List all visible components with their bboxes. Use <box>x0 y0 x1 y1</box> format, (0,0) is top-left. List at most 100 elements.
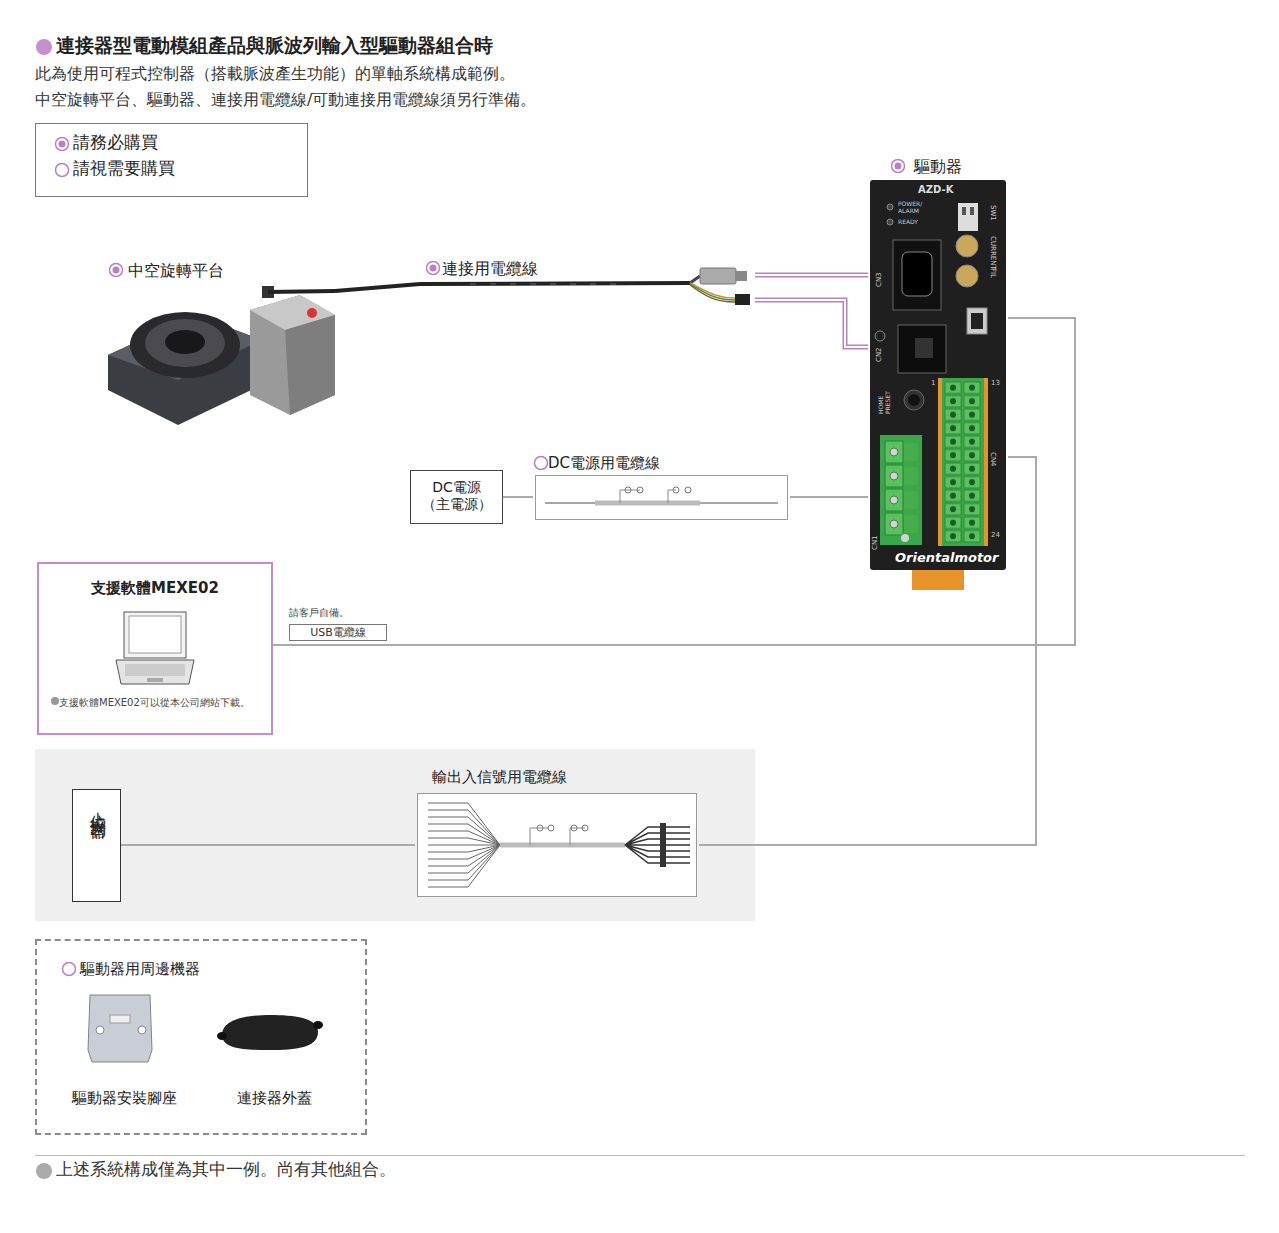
laptop-illustration <box>51 612 194 705</box>
required-symbol <box>892 160 905 173</box>
cable-illustration <box>690 285 735 302</box>
connector-label: CN1 <box>871 530 879 550</box>
driver-illustration <box>958 203 978 231</box>
driver-illustration <box>908 394 920 406</box>
io-cable-illustration <box>548 825 554 831</box>
node-label: 驅動器安裝腳座 <box>62 1089 187 1107</box>
controller-band <box>35 749 755 921</box>
node-label: 連接器外蓋 <box>212 1089 337 1107</box>
io-cable-node: 輸出入信號用電纜線 <box>415 765 699 899</box>
driver-illustration <box>870 180 1006 590</box>
laptop-illustration <box>125 664 185 676</box>
node-note: 支援軟體MEXE02可以從本公司網站下載。 <box>59 697 271 709</box>
laptop-illustration <box>116 660 194 684</box>
cable-node: 連接用電纜線 <box>420 256 755 310</box>
required-symbol <box>427 262 440 275</box>
rotary-table-illustration <box>268 291 335 292</box>
accessory-group: 驅動器用周邊機器驅動器安裝腳座 連接器外蓋 <box>35 939 367 1135</box>
node-label: 驅動器用周邊機器 <box>80 960 330 978</box>
mounting-bracket-illustration <box>88 995 152 1062</box>
io-cable-illustration <box>428 803 690 887</box>
accessory-item: 驅動器安裝腳座 <box>62 992 187 1112</box>
legend-item: 請務必購買 <box>52 133 292 155</box>
rotary-table-node: 中空旋轉平台 <box>105 258 335 428</box>
required-symbol <box>430 265 437 272</box>
rotary-table-illustration <box>285 315 335 415</box>
driver-illustration <box>944 381 982 543</box>
laptop-illustration <box>147 678 163 682</box>
node-label: DC電源 （主電源） <box>411 479 502 513</box>
io-cable-illustration <box>571 825 577 831</box>
driver-illustration <box>887 204 893 210</box>
controller-band <box>72 789 121 902</box>
intro-text: 此為使用可程式控制器（搭載脈波產生功能）的單軸系統構成範例。 <box>35 65 935 83</box>
cable-illustration <box>735 294 750 305</box>
legend-box <box>36 124 308 197</box>
driver-illustration <box>967 308 987 334</box>
cable-illustration <box>735 271 747 281</box>
driver-illustration <box>938 378 942 546</box>
edge-label: USB電纜線 <box>289 624 387 641</box>
connector-path <box>121 844 415 846</box>
connector-label: CN4 <box>989 452 997 472</box>
required-symbol <box>895 163 902 170</box>
legend-symbol-ring <box>56 164 69 177</box>
footnote-caption: 上述系統構成僅為其中一例。尚有其他組合。 <box>56 1160 956 1180</box>
host-controller-box: 上位控制器 <box>72 789 121 902</box>
legend-text: 請務必購買 <box>73 133 288 153</box>
mounting-bracket-illustration <box>96 1026 104 1034</box>
legend-symbol-ring <box>56 138 69 151</box>
model-name: AZD-K <box>918 184 978 196</box>
driver-illustration <box>912 570 964 590</box>
connector-line <box>335 284 420 291</box>
legend-symbol-dot <box>59 141 66 148</box>
io-cable-illustration <box>625 827 690 863</box>
rotary-table-illustration <box>108 286 335 425</box>
cable-illustration <box>470 284 620 285</box>
laptop-illustration <box>51 697 59 705</box>
mounting-bracket-illustration <box>138 1026 146 1034</box>
cable-illustration <box>420 283 690 284</box>
driver-illustration <box>956 265 978 287</box>
node-label: 中空旋轉平台 <box>128 261 328 280</box>
connector-line <box>699 457 1036 845</box>
node-label: DC電源用電纜線 <box>548 454 778 472</box>
mounting-bracket-illustration <box>110 1015 130 1023</box>
connector-line-core <box>755 274 868 276</box>
connector-path <box>273 318 1075 645</box>
accessory-item: 連接器外蓋 <box>212 992 337 1112</box>
legend-item: 請視需要購買 <box>52 159 292 181</box>
driver-illustration <box>971 313 983 329</box>
cable-connection <box>755 300 868 347</box>
footer-rule <box>35 1155 1245 1156</box>
cable-connection <box>755 275 868 276</box>
driver-illustration <box>875 331 885 341</box>
required-symbol <box>110 160 905 277</box>
note-text: 請客戶自備。 <box>289 607 409 619</box>
driver-node: 驅動器 <box>868 154 1008 594</box>
footer-rule <box>36 1163 52 1179</box>
title-bullet <box>36 39 52 55</box>
driver-illustration <box>938 378 988 546</box>
rotary-table-illustration <box>250 295 335 415</box>
legend-box <box>36 124 308 197</box>
rotary-table-illustration <box>145 319 225 367</box>
laptop-illustration <box>129 616 181 653</box>
connector-line <box>273 318 1075 645</box>
rotary-table-illustration <box>130 312 240 378</box>
switch-label: FIL <box>989 268 997 288</box>
node-label: 輸出入信號用電纜線 <box>432 768 682 786</box>
connector-path <box>699 457 1036 845</box>
connector-line <box>503 497 533 498</box>
io-cable-illustration <box>582 825 588 831</box>
connector-cover-illustration <box>222 1015 318 1050</box>
io-cable-illustration <box>500 843 625 848</box>
connector-path <box>755 273 868 278</box>
required-symbol <box>110 264 123 277</box>
led-label: READY <box>898 219 928 226</box>
connector-path <box>755 300 868 347</box>
pin-number: 24 <box>991 531 1005 539</box>
driver-illustration <box>902 252 932 296</box>
